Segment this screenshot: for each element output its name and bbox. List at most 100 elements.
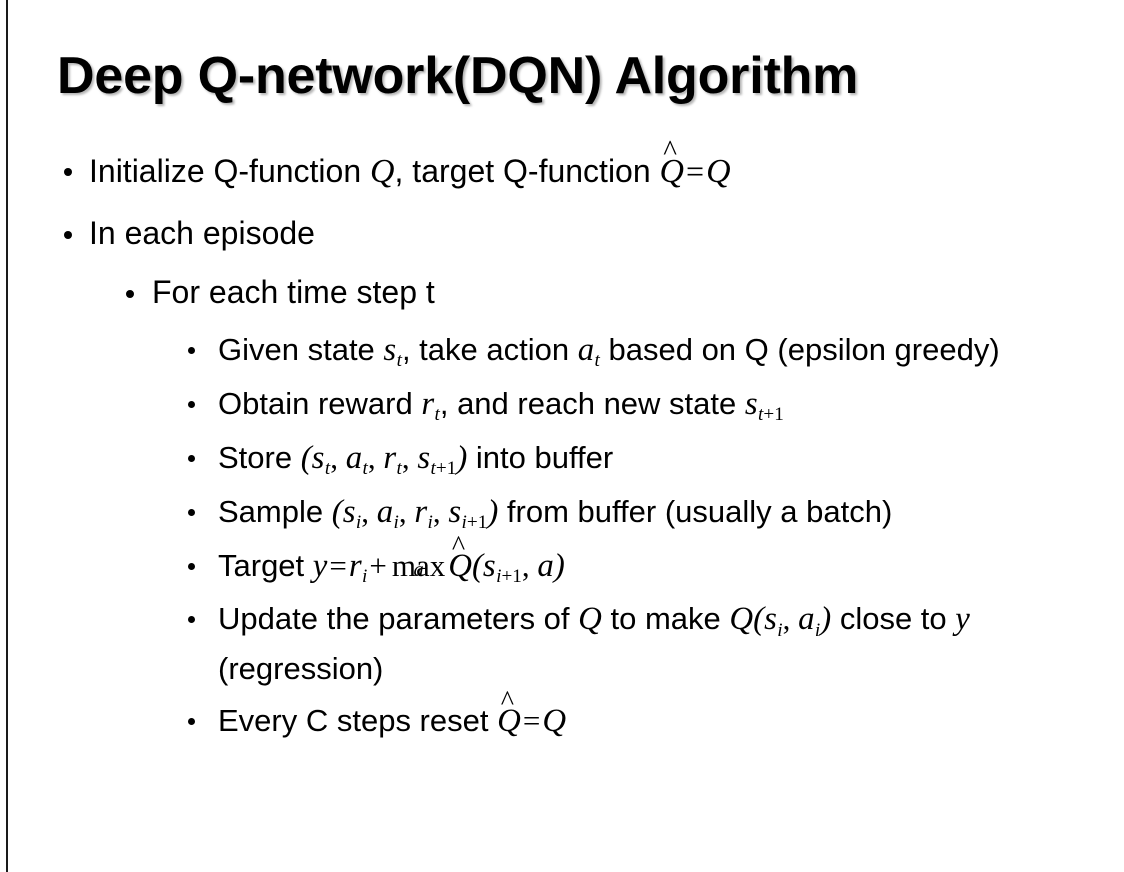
initialize-lead: Initialize Q-function — [89, 153, 371, 189]
comma: , — [782, 601, 799, 637]
math-var-y: y — [312, 547, 328, 584]
math-sub-t: t — [324, 458, 331, 479]
math-sub-i-plus-1: i+1 — [496, 566, 522, 587]
sample-p1: Sample — [218, 493, 332, 529]
sub-var: i — [496, 565, 502, 587]
max-underscript: a — [413, 558, 424, 581]
initialize-mid: , target Q-function — [394, 153, 660, 189]
math-plus: + — [369, 547, 387, 583]
bullet-dot-icon — [188, 434, 218, 462]
comma-3: , — [401, 439, 418, 475]
math-var-a: a — [345, 439, 363, 476]
store-p2: into buffer — [467, 439, 614, 475]
math-sub-i-2: i — [393, 511, 399, 533]
bullet-sample: Sample (si, ai, ri, si+1) from buffer (u… — [0, 488, 1124, 538]
sub-rest: +1 — [435, 458, 457, 479]
update-p2: to make — [601, 601, 730, 637]
math-sub-i-3: i — [427, 511, 433, 533]
sub-var: t — [758, 404, 764, 426]
math-var-r: r — [421, 385, 435, 422]
sample-p2: from buffer (usually a batch) — [498, 493, 893, 529]
math-var-s: s — [342, 493, 356, 530]
q-hat-base: Q — [497, 702, 521, 739]
bullet-every-c-steps: Every C steps reset ^Q=Q — [0, 687, 1124, 747]
q-hat-base: Q — [448, 547, 472, 584]
math-q-hat: ^Q — [659, 137, 685, 198]
bullet-for-each-time-step: For each time step t — [0, 268, 1124, 317]
bullet-update-parameters: Update the parameters of Q to make Q(si,… — [0, 595, 1124, 692]
math-var-s: s — [744, 385, 758, 422]
sub-var: t — [430, 458, 436, 479]
obtain-reward-p1: Obtain reward — [218, 385, 422, 421]
math-var-q: Q — [542, 702, 567, 739]
bullet-in-each-episode: In each episode — [0, 209, 1124, 258]
paren-close: ) — [456, 439, 468, 476]
math-var-a: a — [798, 601, 815, 638]
comma-2: , — [367, 439, 384, 475]
math-var-q: Q — [370, 153, 395, 190]
bullet-dot-icon — [64, 146, 89, 176]
comma-1: , — [361, 493, 377, 529]
math-q-hat: ^Q — [497, 687, 521, 747]
update-p4: (regression) — [218, 651, 384, 687]
math-var-y: y — [955, 601, 970, 638]
math-var-a: a — [537, 547, 554, 584]
math-var-s-2: s — [417, 439, 431, 476]
math-equals: = — [522, 702, 541, 738]
math-sub-t: t — [434, 404, 440, 426]
math-var-s: s — [311, 439, 325, 476]
paren-close: ) — [820, 601, 832, 638]
slide-left-border — [6, 0, 8, 872]
bullet-sample-text: Sample (si, ai, ri, si+1) from buffer (u… — [218, 488, 1123, 538]
update-p3: close to — [831, 601, 956, 637]
math-sub-i-2: i — [814, 619, 821, 641]
math-equals: = — [686, 153, 705, 189]
math-var-s: s — [383, 331, 397, 368]
paren-open: ( — [300, 439, 312, 476]
paren-close: ) — [553, 547, 565, 584]
comma: , — [521, 547, 538, 583]
math-var-a: a — [376, 493, 394, 530]
sub-var: i — [461, 511, 467, 533]
update-p1: Update the parameters of — [218, 601, 579, 637]
math-var-a: a — [577, 331, 595, 368]
paren-open: ( — [331, 493, 343, 530]
bullet-initialize: Initialize Q-function Q, target Q-functi… — [0, 137, 1124, 198]
sub-rest: +1 — [501, 565, 522, 587]
bullet-store: Store (st, at, rt, st+1) into buffer — [0, 434, 1124, 484]
bullet-given-state: Given state st, take action at based on … — [0, 326, 1124, 376]
target-p1: Target — [218, 547, 313, 583]
bullet-dot-icon — [188, 326, 218, 354]
bullet-dot-icon — [188, 380, 218, 408]
max-label: max — [391, 547, 446, 583]
store-p1: Store — [218, 439, 301, 475]
math-var-q-2: Q — [729, 601, 754, 638]
bullet-initialize-text: Initialize Q-function Q, target Q-functi… — [89, 137, 1089, 198]
slide-title: Deep Q-network(DQN) Algorithm — [57, 47, 859, 105]
every-c-steps-p1: Every C steps reset — [218, 702, 498, 738]
bullet-dot-icon — [188, 488, 218, 516]
math-var-s: s — [764, 601, 777, 638]
given-state-p1: Given state — [218, 331, 384, 367]
math-var-s-2: s — [448, 493, 462, 530]
hat-mark-icon: ^ — [451, 531, 466, 563]
comma-1: , — [330, 439, 346, 475]
sub-rest: +1 — [466, 511, 488, 533]
bullet-dot-icon — [188, 595, 218, 623]
q-hat-base: Q — [659, 153, 685, 190]
math-sub-t-2: t — [362, 458, 368, 479]
math-sub-i: i — [362, 565, 368, 587]
hat-mark-icon: ^ — [500, 686, 514, 718]
math-sub-t-plus-1: t+1 — [758, 404, 784, 425]
bullet-every-c-steps-text: Every C steps reset ^Q=Q — [218, 687, 1123, 747]
slide-body: Initialize Q-function Q, target Q-functi… — [0, 137, 1124, 750]
sub-rest: +1 — [763, 404, 784, 426]
math-sub-i: i — [355, 511, 362, 533]
paren-open: ( — [753, 601, 765, 638]
math-q-hat: ^Q — [448, 532, 472, 592]
bullet-dot-icon — [126, 268, 152, 298]
